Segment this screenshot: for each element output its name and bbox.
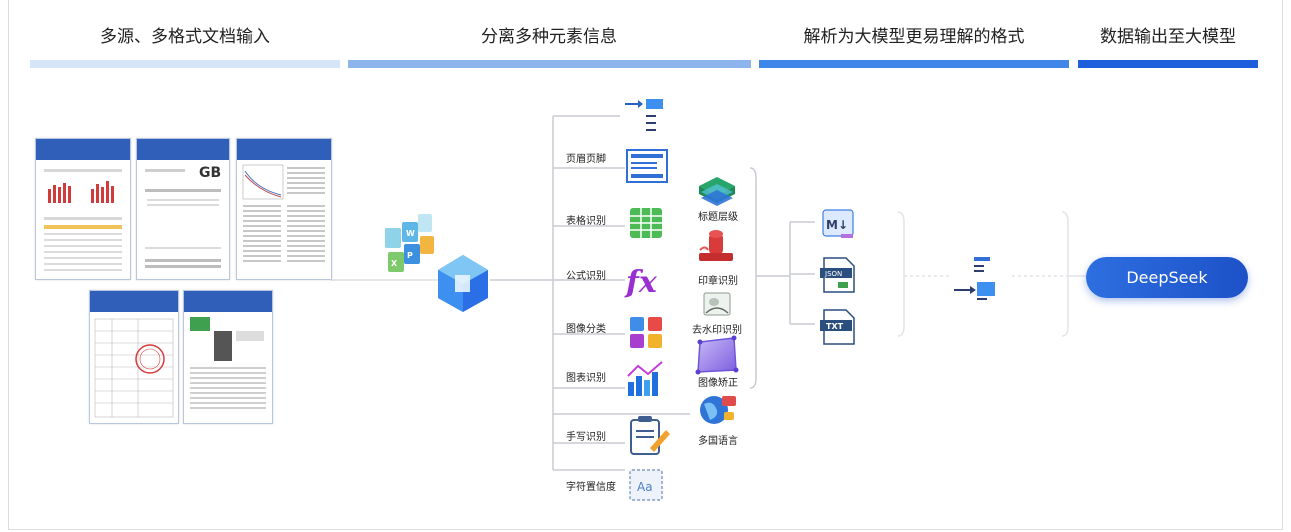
header-output: 数据输出至大模型 (1100, 27, 1236, 47)
header-footer-icon (626, 149, 668, 183)
header-bar-4 (1078, 60, 1258, 68)
format-md-text: M↓ (826, 218, 848, 232)
header-bar-2 (348, 60, 751, 68)
label-chart-recog: 图表识别 (566, 373, 606, 384)
char-confidence-icon: Aa (629, 469, 663, 501)
label-formula-recog: 公式识别 (566, 271, 606, 282)
header-separate: 分离多种元素信息 (481, 27, 617, 47)
doc-thumb-manual (183, 290, 273, 424)
svg-text:GB: GB (199, 165, 221, 181)
doc-thumb-standard: GB (136, 138, 230, 280)
merge-doc-icon (954, 257, 995, 300)
svg-text:X: X (391, 259, 398, 268)
title-level-icon (699, 177, 735, 206)
label-image-correct: 图像矫正 (698, 378, 738, 389)
watermark-remove-icon (703, 292, 731, 316)
markdown-icon: M↓ (822, 209, 854, 238)
format-json-text: JSON (824, 270, 842, 278)
label-image-classify: 图像分类 (566, 324, 606, 335)
svg-text:W: W (406, 229, 415, 238)
table-icon (630, 208, 662, 238)
diagram-frame (8, 0, 1283, 530)
doc-thumb-finance (35, 138, 131, 280)
svg-text:Aa: Aa (637, 480, 653, 494)
json-file-icon: JSON (820, 257, 855, 293)
seal-recog-icon (699, 230, 733, 261)
formula-icon: fx (624, 265, 658, 300)
label-watermark-remove: 去水印识别 (692, 325, 742, 336)
chart-recog-icon (627, 361, 663, 396)
doc-thumb-form (89, 290, 179, 424)
header-parse: 解析为大模型更易理解的格式 (803, 27, 1025, 47)
label-handwriting: 手写识别 (566, 432, 606, 443)
image-correct-icon (695, 335, 739, 375)
label-title-level: 标题层级 (698, 212, 738, 223)
doc-thumb-paper (236, 138, 332, 280)
label-multi-language: 多国语言 (698, 436, 738, 447)
label-seal-recog: 印章识别 (698, 276, 738, 287)
header-bar-1 (30, 60, 340, 68)
label-table-recog: 表格识别 (566, 216, 606, 227)
deepseek-output-button[interactable]: DeepSeek (1086, 257, 1248, 298)
svg-text:P: P (407, 251, 413, 260)
format-txt-text: TXT (826, 322, 844, 331)
txt-file-icon: TXT (820, 309, 855, 345)
handwriting-icon (630, 416, 670, 455)
header-input: 多源、多格式文档输入 (100, 27, 270, 47)
label-char-confidence: 字符置信度 (566, 482, 616, 493)
image-classify-icon (630, 317, 662, 348)
label-header-footer: 页眉页脚 (566, 154, 606, 165)
structure-icon (625, 99, 663, 131)
header-bar-3 (759, 60, 1069, 68)
multi-language-icon (700, 396, 736, 424)
